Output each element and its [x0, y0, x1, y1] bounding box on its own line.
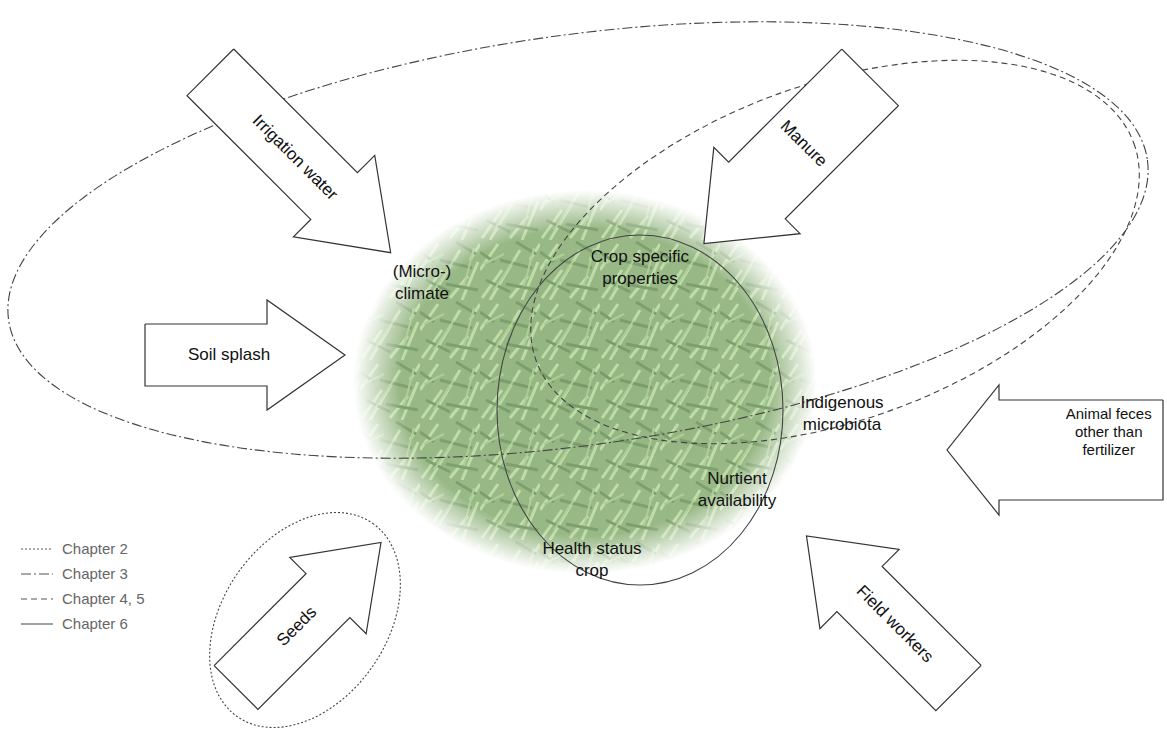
- legend-line: [21, 573, 53, 574]
- arrow-text: Soil splash: [188, 345, 270, 365]
- factor-label: Indigenous microbiota: [792, 392, 892, 436]
- arrow-outline: [947, 385, 1163, 515]
- legend-text: Chapter 4, 5: [62, 590, 145, 607]
- legend-line-sample: [20, 619, 54, 629]
- legend-entry: Chapter 4, 5: [20, 586, 145, 611]
- factor-label: Health status crop: [535, 538, 650, 582]
- legend-entry: Chapter 3: [20, 561, 145, 586]
- chapter-4-5-outline: [479, 0, 1167, 519]
- legend-text: Chapter 6: [62, 615, 128, 632]
- arrow-outline: [766, 496, 997, 727]
- arrow-outline: [145, 300, 345, 410]
- arrow-label: Soil splash: [188, 345, 270, 365]
- legend-entry: Chapter 6: [20, 611, 145, 636]
- arrow-text: Animal feces other than fertilizer: [1054, 405, 1163, 459]
- chapter-6-outline: [497, 235, 783, 585]
- crop-field: [353, 190, 817, 574]
- legend: Chapter 2 Chapter 3 Chapter 4, 5 Chapter 6: [20, 536, 145, 636]
- legend-line: [21, 548, 53, 549]
- block-arrow: Seeds: [197, 504, 418, 725]
- legend-entry: Chapter 2: [20, 536, 145, 561]
- block-arrow: Manure: [661, 34, 913, 286]
- legend-line: [21, 598, 53, 599]
- legend-text: Chapter 2: [62, 540, 128, 557]
- block-arrow: Field workers: [766, 496, 997, 727]
- arrow-outline: [197, 504, 418, 725]
- arrow-label: Animal feces other than fertilizer: [1054, 405, 1163, 459]
- legend-line-sample: [20, 544, 54, 554]
- legend-line: [21, 623, 53, 624]
- factor-label: Crop specific properties: [578, 246, 703, 290]
- arrow-outline: [661, 34, 913, 286]
- block-arrow: Soil splash: [145, 300, 345, 410]
- block-arrow: Animal feces other than fertilizer: [947, 385, 1163, 515]
- chapter-3-outline: [0, 0, 1167, 523]
- legend-line-sample: [20, 569, 54, 579]
- legend-text: Chapter 3: [62, 565, 128, 582]
- legend-line-sample: [20, 594, 54, 604]
- chapter-2-outline: [170, 476, 440, 729]
- arrow-shape: [661, 34, 913, 286]
- factor-label: Nurtient availability: [690, 468, 785, 512]
- block-arrow: Irrigation water: [169, 31, 431, 293]
- arrow-outline: [169, 31, 431, 293]
- factor-label: (Micro-) climate: [382, 261, 462, 305]
